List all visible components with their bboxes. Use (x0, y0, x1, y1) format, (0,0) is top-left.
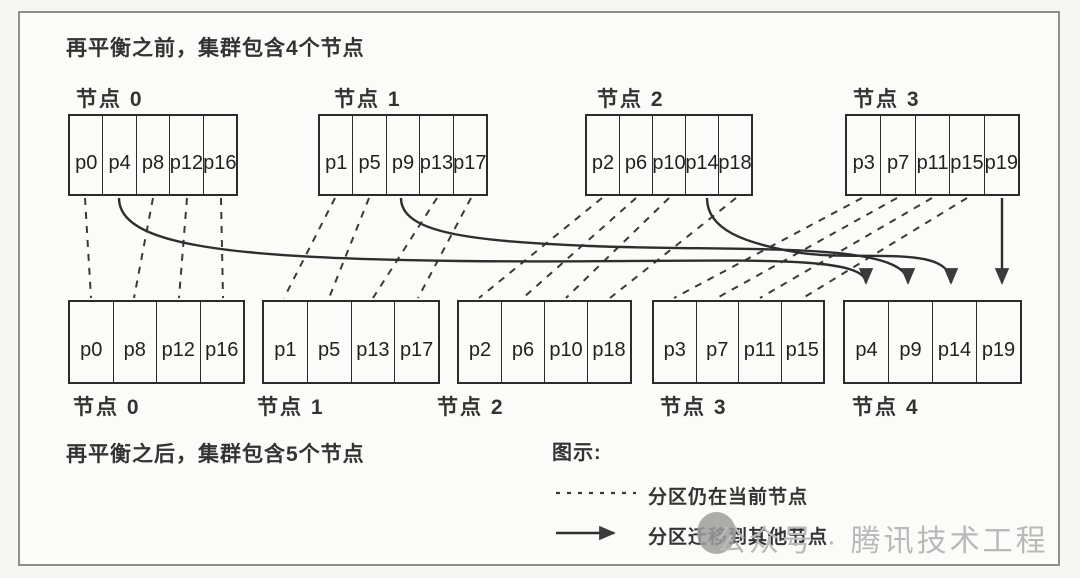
partition-cell: p6 (501, 302, 544, 382)
partition-cell: p5 (306, 302, 351, 382)
partition-cell: p0 (75, 151, 98, 174)
partition-cell: p11 (914, 116, 949, 194)
partition-cell: p13 (419, 116, 453, 194)
legend-dashed-label: 分区仍在当前节点 (648, 487, 809, 508)
partition-cell: p7 (695, 302, 739, 382)
caption-before: 再平衡之前，集群包含4个节点 (66, 37, 365, 60)
partition-cell: p4 (102, 116, 135, 194)
partition-cell: p19 (983, 116, 1018, 194)
top-node-1-label: 节点 1 (334, 88, 402, 111)
bottom-node-1-label: 节点 1 (257, 396, 325, 419)
partition-cell: p2 (468, 338, 492, 361)
partition-cell: p12 (156, 302, 200, 382)
bottom-node-3-label: 节点 3 (660, 396, 728, 419)
partition-cell: p7 (880, 116, 914, 194)
bottom-node-2-label: 节点 2 (437, 396, 505, 419)
partition-cell: p11 (738, 302, 781, 382)
watermark-dot-icon (697, 512, 736, 554)
partition-cell: p1 (274, 338, 297, 361)
partition-cell: p3 (663, 338, 686, 361)
partition-cell: p8 (135, 116, 169, 194)
partition-cell: p0 (80, 338, 103, 361)
partition-cell: p5 (352, 116, 385, 194)
caption-after: 再平衡之后，集群包含5个节点 (66, 443, 365, 466)
partition-cell: p17 (452, 116, 486, 194)
partition-cell: p12 (169, 116, 203, 194)
top-node-2-label: 节点 2 (597, 88, 665, 111)
partition-cell: p18 (587, 302, 630, 382)
partition-cell: p16 (202, 116, 236, 194)
partition-cell: p17 (394, 302, 438, 382)
bottom-node-0-label: 节点 0 (73, 396, 141, 419)
partition-cell: p14 (932, 302, 976, 382)
partition-cell: p19 (976, 302, 1020, 382)
partition-cell: p10 (544, 302, 587, 382)
partition-cell: p10 (652, 116, 685, 194)
partition-cell: p9 (385, 116, 419, 194)
partition-cell: p8 (112, 302, 157, 382)
partition-cell: p15 (780, 302, 824, 382)
partition-cell: p3 (852, 151, 875, 174)
top-node-0-label: 节点 0 (76, 88, 144, 111)
partition-cell: p16 (199, 302, 244, 382)
partition-cell: p14 (685, 116, 718, 194)
legend-title: 图示: (552, 442, 602, 464)
partition-cell: p13 (350, 302, 395, 382)
partition-cell: p15 (949, 116, 984, 194)
partition-cell: p4 (855, 338, 878, 361)
partition-cell: p18 (718, 116, 751, 194)
partition-cell: p2 (591, 151, 615, 174)
partition-cell: p6 (619, 116, 652, 194)
partition-cell: p9 (888, 302, 932, 382)
legend-arrow-label: 分区迁移到其他节点 (648, 527, 829, 548)
top-node-3-label: 节点 3 (853, 88, 921, 111)
bottom-node-4-label: 节点 4 (852, 396, 920, 419)
watermark-text: 公众号 · 腾讯技术工程 (716, 525, 1049, 558)
partition-cell: p1 (325, 151, 348, 174)
